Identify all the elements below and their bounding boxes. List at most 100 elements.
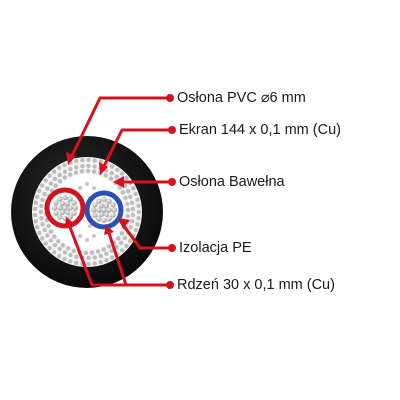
screen-strand [98,260,103,265]
conductor-strand [110,202,116,208]
screen-strand [68,172,73,177]
screen-strand [47,173,52,178]
arrow-jacket [66,152,76,165]
screen-strand [62,256,67,262]
screen-strand [125,201,130,207]
screen-strand [33,200,38,205]
screen-strand [52,242,58,248]
screen-strand [119,248,125,253]
screen-strand [40,236,45,241]
screen-strand [46,223,51,229]
conductor-strand [92,202,98,208]
conductor-strand [59,209,66,216]
screen-strand [79,169,85,174]
screen-strand [52,169,57,174]
screen-strand [42,227,47,233]
screen-strand [109,164,115,169]
conductor-strand [101,217,107,224]
conductor-strand [96,207,102,213]
conductor-strand [53,210,59,216]
screen-strand [53,183,58,188]
leader-line-screen [100,128,172,172]
screen-strand [104,251,109,256]
screen-strand [131,186,136,191]
screen-strand [98,253,103,259]
screen-strand [85,168,91,174]
copper-screen-strands [32,157,142,267]
filler-strand [88,224,92,228]
screen-strand [133,191,138,197]
screen-strand [45,233,50,238]
screen-strand [124,243,129,249]
screen-strand [80,164,85,169]
screen-strand [135,222,140,227]
screen-strand [123,195,128,201]
conductor-strand [53,200,59,206]
screen-strand [95,249,101,254]
screen-strand [136,216,141,221]
screen-strand [101,247,107,252]
conductor-strand [106,216,112,222]
screen-strand [56,239,61,244]
conductor-strand [57,205,63,211]
filler-strand [85,238,89,242]
screen-strand [73,170,79,175]
conductor-strand [71,210,77,216]
screen-strand [136,203,141,208]
label-conductor: Rdzeń 30 x 0,1 mm (Cu) [177,277,335,293]
screen-strand [92,261,97,266]
screen-strand [125,189,131,194]
screen-strand [43,178,48,183]
screen-strand [80,158,85,163]
screen-strand [130,212,136,218]
conductor-strand [67,214,73,220]
screen-strand [114,174,119,180]
screen-strand [116,236,121,241]
screen-strand [109,255,115,260]
leader-line-conductor-b [106,228,128,287]
conductor-strand [57,196,63,202]
screen-strand [74,254,79,259]
screen-strand [42,191,47,197]
conductor-strand [96,198,102,204]
core-blue-conductor [90,196,118,224]
conductor-strand [67,196,73,202]
screen-strand [71,248,77,254]
conductor-strand [57,214,63,220]
screen-strand [37,230,42,236]
screen-strand [83,250,89,256]
screen-strand [86,157,91,163]
screen-strand [119,171,125,176]
leader-line-conductor-a [66,220,170,287]
screen-strand [115,167,120,172]
leader-line-insulation [119,220,172,250]
conductor-strand [101,196,107,203]
filler-strand [78,234,82,238]
screen-strand [40,222,45,227]
label-jacket: Osłona PVC ⌀6 mm [177,90,306,106]
arrow-insulation [118,218,130,229]
screen-strand [127,238,133,244]
conductor-strand [96,216,102,222]
screen-strand [125,213,130,219]
core-red-conductor [51,194,79,222]
screen-strand [35,225,40,230]
screen-strand [133,227,138,233]
conductor-strand [92,212,98,218]
conductor-strand [64,209,71,216]
bullet-conductor [166,281,174,289]
conductor-strand [62,205,68,211]
screen-strand [37,188,42,194]
conductor-strand [106,198,112,204]
screen-strand [62,162,67,168]
screen-strand [74,260,79,266]
screen-strand [57,246,62,252]
screen-strand [33,219,38,224]
screen-strand [40,197,45,203]
screen-strand [60,243,66,248]
bullet-cotton [168,178,176,186]
bullet-insulation [168,244,176,252]
conductor-strand [98,202,105,209]
screen-strand [129,200,135,205]
screen-strand [92,158,97,163]
